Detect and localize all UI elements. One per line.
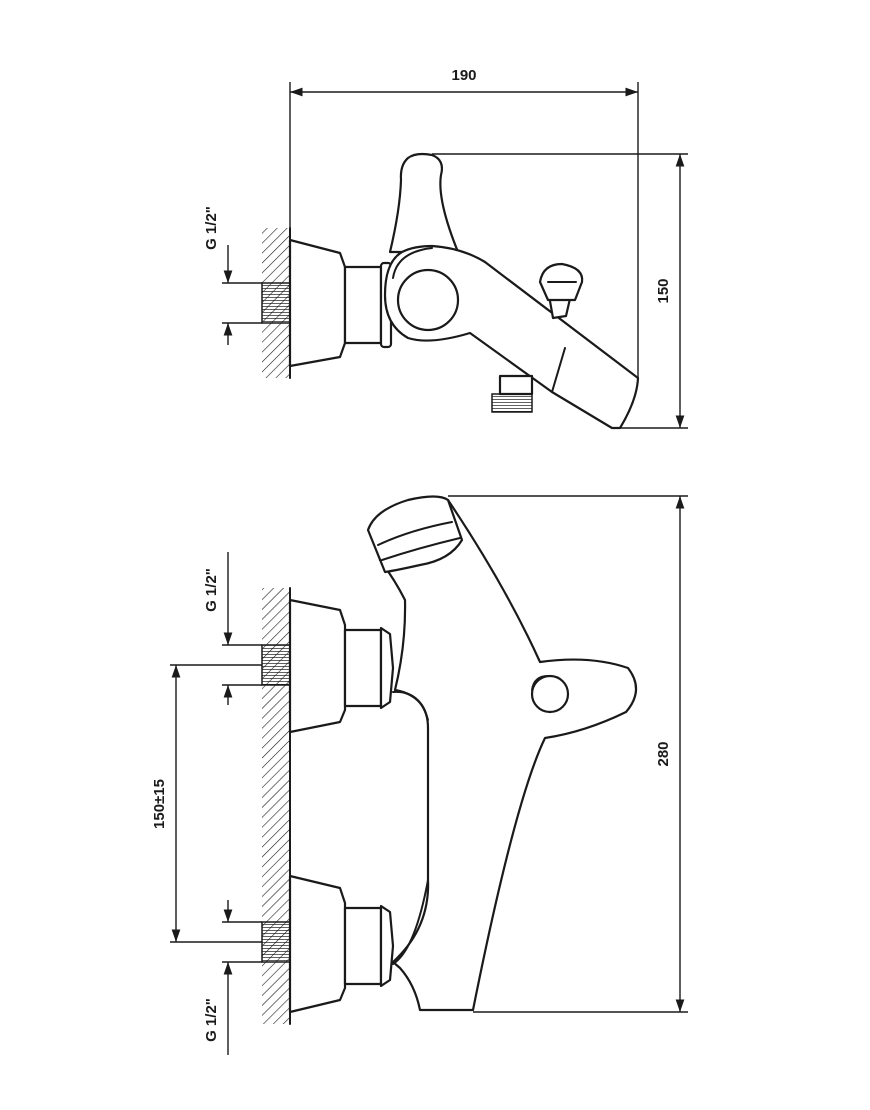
dim-height-side-label: 150	[655, 278, 672, 303]
mixer-body-front	[378, 498, 638, 1012]
lever-handle-side	[388, 152, 460, 254]
connector-lower	[343, 906, 383, 986]
spout-outlet-side	[498, 374, 534, 396]
thread-pipe-lower	[261, 921, 291, 963]
escutcheon-upper	[288, 598, 347, 734]
thread-label-upper: G 1/2"	[203, 568, 220, 612]
dim-spacing-label: 150±15	[151, 779, 168, 829]
connector-nut-lower	[379, 904, 395, 988]
thread-label-side: G 1/2"	[203, 206, 220, 250]
side-view: 190 150 G 1/2"	[203, 67, 688, 430]
dim-height-front-label: 280	[655, 741, 672, 766]
aerator-side	[491, 393, 533, 413]
diverter-button-front	[530, 674, 570, 714]
connector-nut-upper	[379, 626, 395, 710]
connector-upper	[343, 628, 383, 708]
temperature-knob-front	[366, 495, 464, 574]
front-view: 280 150±15 G 1/2" G 1/2"	[151, 495, 688, 1055]
thread-pipe-side	[261, 282, 291, 324]
thread-label-lower: G 1/2"	[203, 998, 220, 1042]
escutcheon-lower	[288, 874, 347, 1014]
escutcheon-side	[288, 238, 347, 368]
cartridge-cap-side	[396, 268, 460, 332]
connector-side	[343, 265, 383, 345]
thread-pipe-upper	[261, 644, 291, 686]
dim-width-label: 190	[451, 67, 476, 84]
